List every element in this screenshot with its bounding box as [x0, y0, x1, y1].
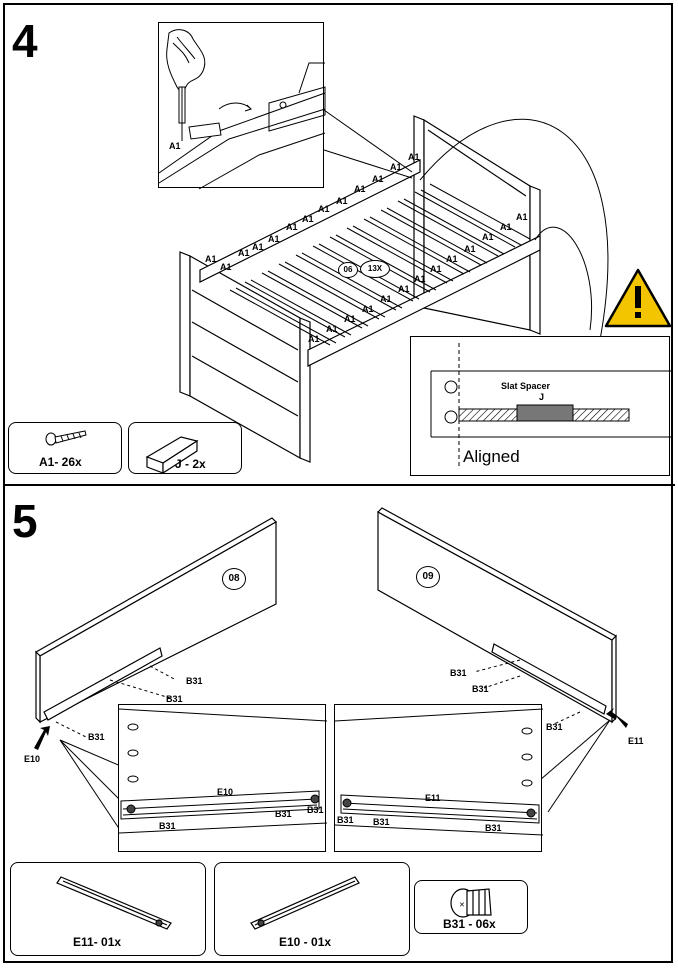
warning-triangle-icon	[604, 268, 672, 328]
b31-label: B31	[275, 809, 292, 819]
slat-spacer-detail: Slat Spacer J Aligned	[410, 336, 671, 476]
cam-dowel-icon: ✕	[450, 888, 492, 918]
slat-screw-label: A1	[414, 274, 426, 284]
slat-screw-label: A1	[268, 234, 280, 244]
slat-screw-label: A1	[318, 204, 330, 214]
part-box-j: J - 2x	[128, 422, 242, 475]
slat-screw-label: A1	[238, 248, 250, 258]
e10-pointer-label: E10	[24, 754, 41, 764]
rail-icon	[56, 876, 172, 930]
slat-screw-label: A1	[362, 304, 374, 314]
e10-detail-drawing	[118, 708, 328, 834]
wood-block-icon	[145, 436, 199, 475]
step-4-number: 4	[12, 15, 38, 67]
slat-screw-label: A1	[336, 196, 348, 206]
b31-label: B31	[88, 732, 105, 742]
part-box-a1: A1- 26x	[8, 422, 122, 474]
slat-screw-label: A1	[354, 184, 366, 194]
part-label-j: J - 2x	[175, 457, 206, 471]
b31-label: B31	[472, 684, 489, 694]
slat-screw-label: A1	[326, 324, 338, 334]
e11-detail: E11 B31 B31 B31	[334, 704, 544, 852]
part-label-b31: B31 - 06x	[443, 917, 496, 931]
part-box-e11: E11- 01x	[10, 862, 206, 956]
e11-rail-label: E11	[425, 793, 441, 803]
screwdriver-inset: A1	[158, 22, 326, 190]
rail-icon	[250, 876, 360, 930]
slat-screw-label: A1	[500, 222, 512, 232]
b31-label: B31	[159, 821, 176, 831]
slat-screw-label: A1	[252, 242, 264, 252]
slats	[229, 183, 531, 346]
part-label-e11: E11- 01x	[73, 935, 122, 949]
b31-label: B31	[307, 805, 324, 815]
b31-label: B31	[337, 815, 354, 825]
b31-label: B31	[166, 694, 183, 704]
page-frame	[3, 3, 673, 963]
b31-label: B31	[186, 676, 203, 686]
slat-screw-label: A1	[390, 162, 402, 172]
inset-screw-label: A1	[169, 141, 181, 151]
e10-rail-label: E10	[217, 787, 234, 797]
e11-detail-drawing	[334, 708, 544, 836]
slat-screw-label: A1	[398, 284, 410, 294]
step-divider	[3, 484, 675, 486]
slat-spacer-title: Slat Spacer	[501, 381, 551, 391]
slat-screw-label: A1	[220, 262, 232, 272]
slat-spacer-drawing	[430, 343, 671, 467]
screwdriver-inset-drawing	[158, 29, 326, 190]
part-box-e10: E10 - 01x	[214, 862, 410, 956]
slat-screw-label: A1	[308, 334, 320, 344]
slat-screw-label: A1	[482, 232, 494, 242]
slat-count-badge: 13X	[360, 260, 390, 278]
screw-icon	[45, 430, 87, 446]
part-label-a1: A1- 26x	[39, 455, 82, 469]
slat-screw-label: A1	[430, 264, 442, 274]
step-5-number: 5	[12, 495, 38, 547]
slat-screw-label: A1	[205, 254, 217, 264]
b31-label: B31	[546, 722, 563, 732]
part-box-b31: ✕ B31 - 06x	[414, 880, 528, 934]
svg-text:✕: ✕	[459, 902, 465, 909]
panel-09-badge: 09	[416, 566, 440, 588]
e11-pointer-label: E11	[628, 736, 644, 746]
e10-detail: E10 B31 B31 B31	[118, 704, 328, 852]
slat-screw-label: A1	[286, 222, 298, 232]
slat-spacer-part-letter: J	[539, 392, 545, 402]
panel-08-badge: 08	[222, 568, 246, 590]
part-label-e10: E10 - 01x	[279, 935, 332, 949]
slat-screw-label: A1	[372, 174, 384, 184]
b31-label: B31	[485, 823, 502, 833]
bed-frame-drawing	[179, 109, 609, 463]
slat-screw-label: A1	[464, 244, 476, 254]
slat-screw-label: A1	[516, 212, 528, 222]
slat-screw-label: A1	[344, 314, 356, 324]
slat-screw-label: A1	[408, 152, 420, 162]
b31-label: B31	[450, 668, 467, 678]
slat-screw-label: A1	[302, 214, 314, 224]
slat-screw-label: A1	[380, 294, 392, 304]
slat-screw-label: A1	[446, 254, 458, 264]
slat-part-badge: 06	[338, 262, 358, 278]
b31-label: B31	[373, 817, 390, 827]
aligned-caption: Aligned	[463, 447, 520, 466]
